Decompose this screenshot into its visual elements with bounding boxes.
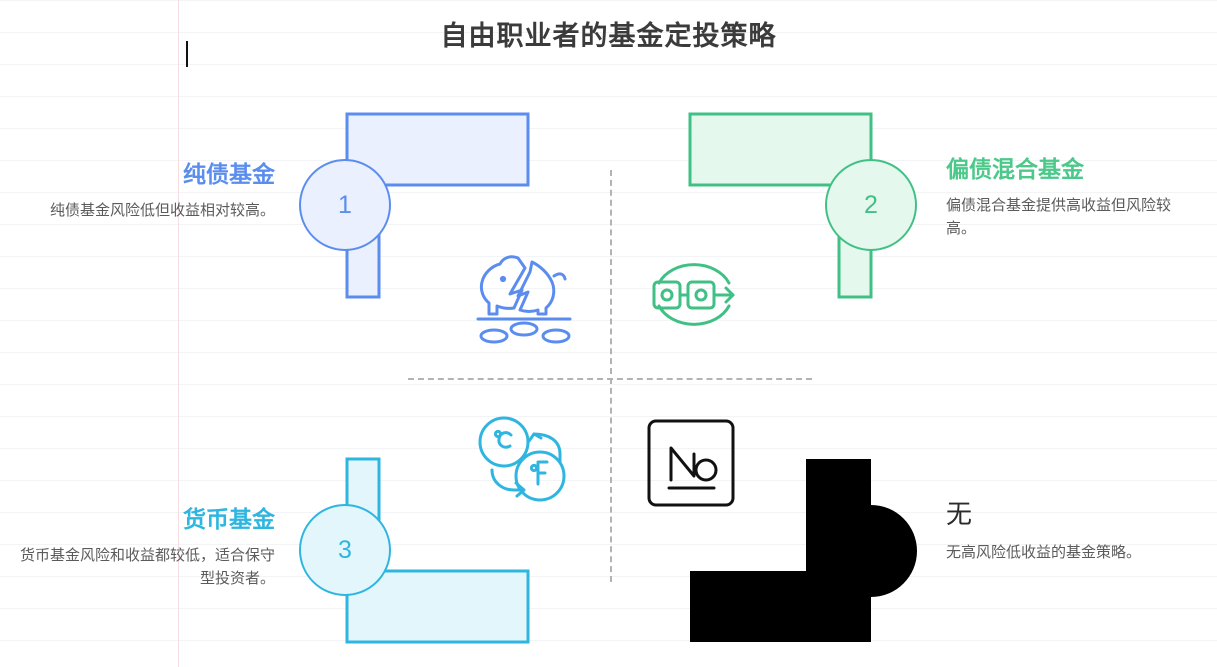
quadrant-2-title: 偏债混合基金: [946, 156, 1084, 182]
quadrant-2-number: 2: [864, 190, 878, 219]
quadrant-1-text-block: 纯债基金 纯债基金风险低但收益相对较高。: [20, 160, 275, 222]
celsius-fahrenheit-convert-icon: [474, 414, 570, 509]
quadrant-4-title: 无: [946, 499, 973, 529]
quadrant-2-text-block: 偏债混合基金 偏债混合基金提供高收益但风险较高。: [946, 155, 1196, 240]
quadrant-3-text-block: 货币基金 货币基金风险和收益都较低，适合保守型投资者。: [20, 505, 275, 590]
broken-piggy-bank-icon: [470, 246, 578, 351]
quadrant-1-title: 纯债基金: [183, 161, 275, 187]
quadrant-4-text-block: 无 无高风险低收益的基金策略。: [946, 498, 1196, 564]
quadrant-3-title: 货币基金: [183, 506, 275, 532]
quadrant-1-number-badge: 1: [299, 159, 391, 251]
text-cursor-caret: [186, 41, 188, 67]
quadrant-3-number: 3: [338, 535, 352, 564]
quadrant-3-number-badge: 3: [299, 504, 391, 596]
divider-horizontal-dashed: [408, 378, 812, 380]
page-title: 自由职业者的基金定投策略: [440, 21, 777, 51]
divider-vertical-dashed: [610, 170, 612, 582]
linked-transfer-icon: [648, 256, 744, 337]
no-badge-icon: [646, 418, 736, 513]
quadrant-2-body: 偏债混合基金提供高收益但风险较高。: [946, 196, 1172, 237]
quadrant-4-body: 无高风险低收益的基金策略。: [946, 543, 1142, 561]
quadrant-1-body: 纯债基金风险低但收益相对较高。: [49, 201, 275, 219]
margin-guide-line: [178, 0, 179, 667]
quadrant-3-body: 货币基金风险和收益都较低，适合保守型投资者。: [20, 546, 276, 587]
quadrant-1-number: 1: [338, 190, 352, 219]
quadrant-2-number-badge: 2: [825, 159, 917, 251]
